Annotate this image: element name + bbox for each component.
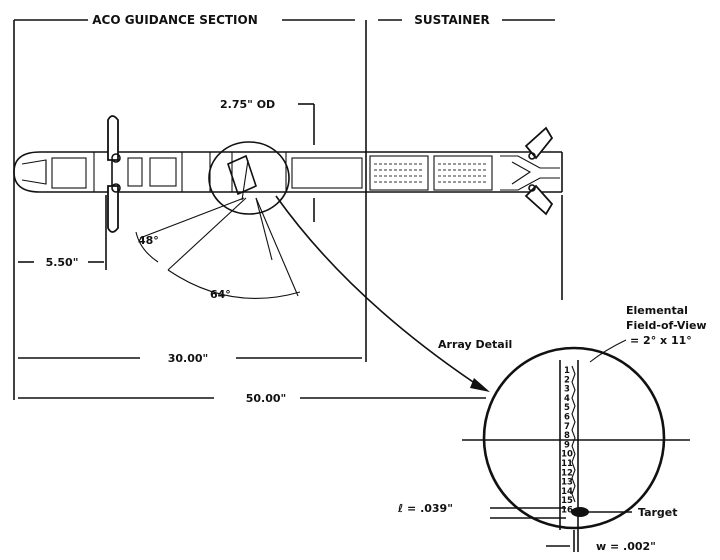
missile-body [13,151,563,201]
elemental-fov: Elemental Field-of-View = 2° x 11° [589,304,707,363]
array-element-8: 8 [564,431,570,441]
tail-fins [524,126,554,216]
seeker-detail-circle [208,141,290,215]
array-element-5: 5 [564,403,570,413]
w-value-label: w = .002" [596,540,656,553]
angle-64-label: 64° [210,288,231,301]
array-element-1: 1 [564,366,570,376]
dim-30-label: 30.00" [168,352,209,365]
angle-48-label: 48° [138,234,159,247]
array-element-13: 13 [561,478,573,488]
fov-value-label: = 2° x 11° [630,334,692,347]
array-element-6: 6 [564,413,570,423]
od-callout: 2.75" OD [220,98,315,222]
array-element-2: 2 [564,375,570,385]
elemental-label: Elemental [626,304,688,317]
target-label: Target [638,506,678,519]
array-detail-leader: Array Detail [275,195,512,392]
fov-angles: 48° 64° [135,197,301,301]
od-label: 2.75" OD [220,98,275,111]
array-element-12: 12 [561,468,573,478]
array-element-9: 9 [564,440,570,450]
array-element-16: 16 [561,506,573,516]
array-element-10: 10 [561,450,573,460]
array-element-4: 4 [564,394,570,404]
l-value-label: ℓ = .039" [397,502,453,515]
fov-label: Field-of-View [626,319,707,332]
dimensions: 5.50" 30.00" 50.00" [18,195,563,405]
array-element-11: 11 [561,459,573,469]
sustainer-label: SUSTAINER [414,13,490,27]
array-detail-label: Array Detail [438,338,512,351]
guidance-section-label: ACO GUIDANCE SECTION [92,13,258,27]
array-element-3: 3 [564,385,570,395]
dim-nose-label: 5.50" [46,256,79,269]
array-element-7: 7 [564,422,570,432]
array-element-14: 14 [561,487,573,497]
array-element-15: 15 [561,496,573,506]
section-headers: ACO GUIDANCE SECTION SUSTAINER [13,13,555,400]
dim-50-label: 50.00" [246,392,287,405]
canards [107,115,121,233]
target-blob [571,507,589,517]
